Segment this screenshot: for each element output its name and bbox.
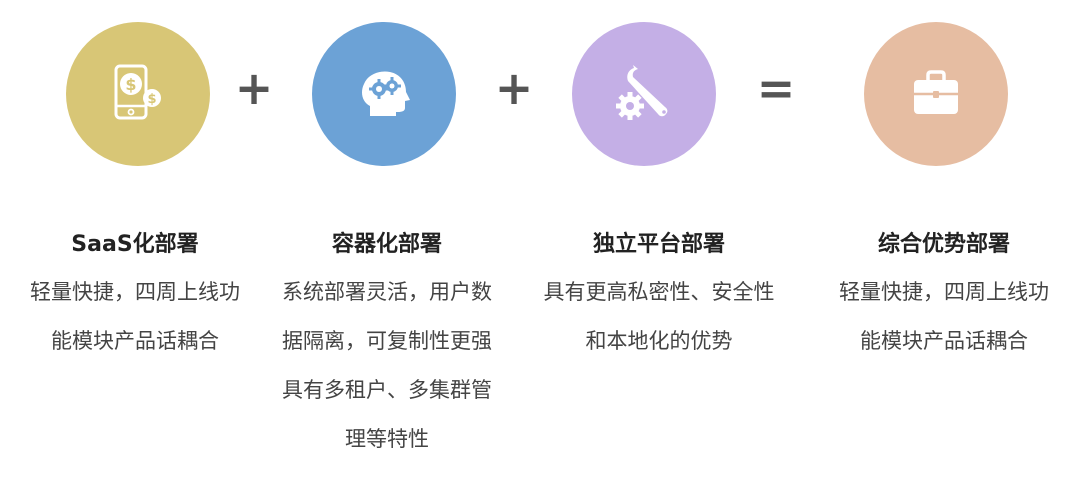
svg-text:$: $ [147, 92, 156, 107]
svg-text:$: $ [125, 75, 136, 94]
phone-dollar-icon: $ $ [114, 64, 161, 120]
standalone-column: 独立平台部署 具有更高私密性、安全性 和本地化的优势 [520, 226, 798, 366]
description-line: 轻量快捷，四周上线功 [839, 280, 1049, 304]
briefcase-icon [914, 70, 958, 114]
saas-column: SaaS化部署 轻量快捷，四周上线功 能模块产品话耦合 [3, 226, 267, 366]
standalone-title: 独立平台部署 [592, 232, 725, 257]
description-line: 能模块产品话耦合 [860, 329, 1028, 353]
description-line: 理等特性 [345, 427, 429, 451]
standalone-description: 具有更高私密性、安全性 和本地化的优势 [520, 268, 798, 366]
saas-title: SaaS化部署 [71, 232, 199, 257]
description-line: 具有更高私密性、安全性 [543, 280, 775, 304]
description-line: 能模块产品话耦合 [51, 329, 219, 353]
saas-description: 轻量快捷，四周上线功 能模块产品话耦合 [3, 268, 267, 366]
plus-operator-2: + [494, 61, 534, 115]
wrench-gear-icon [616, 65, 668, 120]
container-description: 系统部署灵活，用户数 据隔离，可复制性更强 具有多租户、多集群管 理等特性 [262, 268, 512, 464]
plus-operator-1: + [234, 61, 274, 115]
combined-column: 综合优势部署 轻量快捷，四周上线功 能模块产品话耦合 [812, 226, 1076, 366]
saas-icon-circle: $ $ [66, 22, 210, 166]
combined-title: 综合优势部署 [877, 232, 1010, 257]
description-line: 具有多租户、多集群管 [282, 378, 492, 402]
description-line: 据隔离，可复制性更强 [282, 329, 492, 353]
head-gears-icon [362, 71, 410, 116]
description-line: 轻量快捷，四周上线功 [30, 280, 240, 304]
container-icon-circle [312, 22, 456, 166]
combined-icon-circle [864, 22, 1008, 166]
combined-description: 轻量快捷，四周上线功 能模块产品话耦合 [812, 268, 1076, 366]
container-column: 容器化部署 系统部署灵活，用户数 据隔离，可复制性更强 具有多租户、多集群管 理… [262, 226, 512, 464]
standalone-icon-circle [572, 22, 716, 166]
description-line: 系统部署灵活，用户数 [282, 280, 492, 304]
description-line: 和本地化的优势 [585, 329, 733, 353]
equals-operator: = [756, 61, 796, 115]
container-title: 容器化部署 [331, 232, 442, 257]
